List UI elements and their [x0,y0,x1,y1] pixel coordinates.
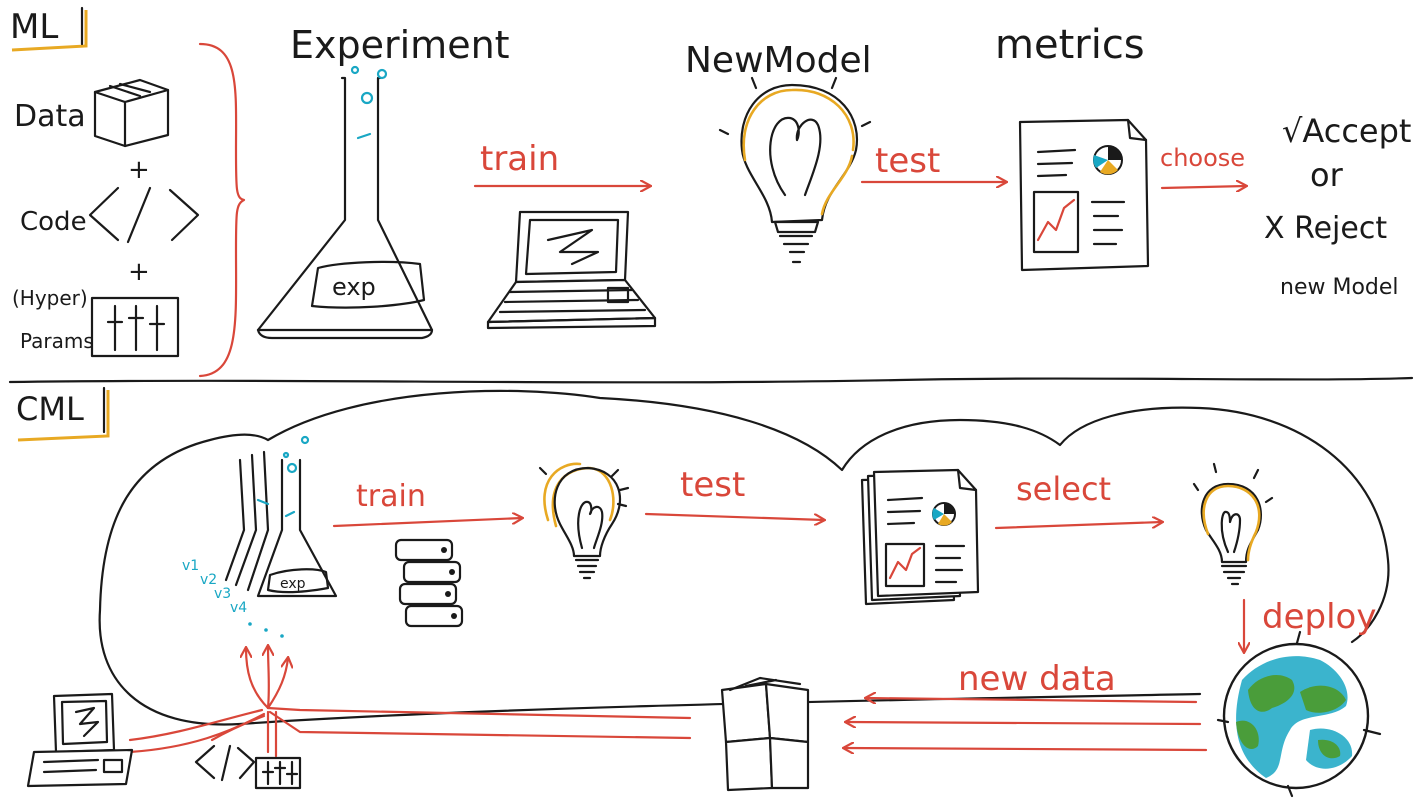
new-model-title: NewModel [685,40,872,81]
choose-label: choose [1160,144,1245,172]
ml-lightbulb-icon [718,76,872,264]
new-model-footer: new Model [1280,275,1399,300]
flask-label: exp [332,273,376,301]
cml-flask-label: exp [280,576,306,592]
section-divider [8,376,1414,384]
return-line-2 [268,710,692,740]
version-list: v1 v2 v3 v4 [182,558,284,638]
data-label: Data [14,99,86,134]
reject-label: X Reject [1264,211,1387,246]
cml-pipeline-cloud [98,389,1390,726]
experiment-title: Experiment [290,23,510,67]
cml-train-label: train [356,479,426,514]
cml-test-label: test [680,465,745,505]
new-data-label: new data [958,659,1116,699]
code-input-line-1 [128,708,264,742]
or-label: or [1310,156,1344,194]
data-box-icon [93,78,170,148]
new-data-arrow-1 [866,698,1198,702]
version-v4: v4 [230,600,247,616]
ml-inputs: Data + Code + (Hyper) Params [12,78,200,358]
select-label: select [1016,470,1111,508]
metrics-title: metrics [995,22,1145,68]
cml-badge-text: CML [16,390,84,428]
ml-train-label: train [480,139,559,179]
return-line-1 [266,706,692,720]
cml-badge: CML [16,386,110,442]
params-input-lines [266,710,278,758]
ml-test-label: test [875,141,940,181]
cml-flasks-icon: exp [224,435,338,598]
workstation-icon [26,692,134,788]
return-arrow-up-2 [268,646,269,710]
ml-badge-text: ML [10,7,58,47]
code-brackets-icon [88,186,200,244]
params-sliders-icon [90,296,180,358]
small-code-icon [194,744,256,782]
hyper-label: (Hyper) [12,286,88,310]
cml-lightbulbs-icon [538,462,630,580]
code-input-line-2 [128,712,266,754]
new-data-arrow-3 [844,748,1208,750]
return-arrow-up-3 [266,658,288,710]
select-arrow [994,522,1162,530]
cml-train-arrow [332,518,522,528]
version-v3: v3 [214,586,231,602]
version-v1: v1 [182,558,199,574]
plus-sign-1: + [128,155,150,185]
code-input-line-3 [210,714,266,742]
cml-test-arrow [644,512,824,520]
ml-badge: ML [10,6,88,52]
small-params-icon [254,756,302,790]
code-label: Code [20,207,87,237]
data-boxes-icon [720,676,810,792]
params-label: Params [20,329,94,353]
laptop-icon [486,210,657,330]
version-v2: v2 [200,572,217,588]
new-data-arrow-2 [846,722,1202,724]
plus-sign-2: + [128,257,150,287]
deploy-label: deploy [1262,597,1376,637]
experiment-flask-icon: exp [256,65,434,340]
metrics-report-icon [1018,118,1150,272]
cml-reports-icon [860,468,980,606]
accept-label: √Accept [1282,112,1411,150]
choose-arrow [1160,186,1246,188]
earth-globe-icon [1216,642,1382,798]
server-rack-icon [394,538,464,628]
inputs-brace [198,42,246,378]
return-arrow-up-1 [246,648,270,710]
selected-lightbulb-icon [1192,462,1274,586]
